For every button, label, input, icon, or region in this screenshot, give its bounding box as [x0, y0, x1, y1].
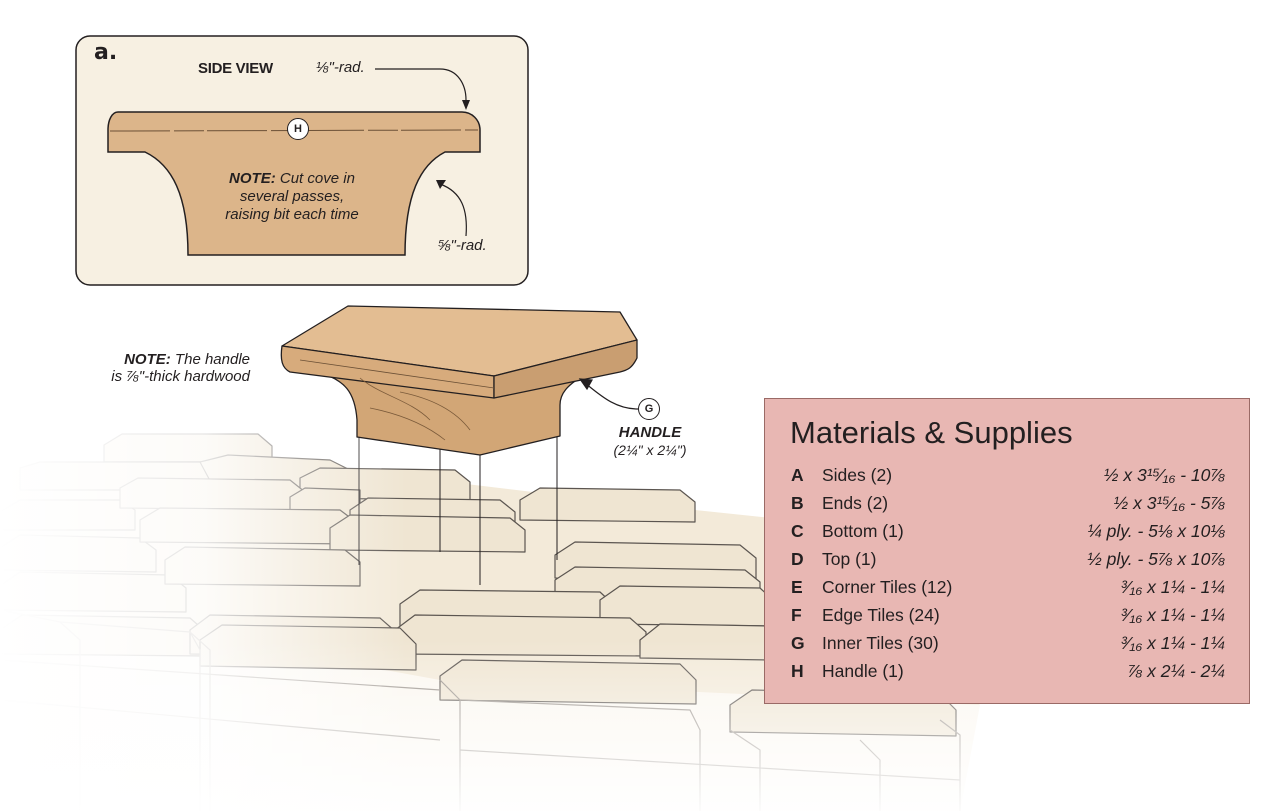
- part-dimensions: ½ ply. - 5⅞ x 10⅞: [1087, 549, 1225, 569]
- side-view-title: SIDE VIEW: [198, 60, 273, 77]
- top-radius-label: ⅛"-rad.: [316, 59, 365, 76]
- inset-note: NOTE: Cut cove in several passes, raisin…: [225, 170, 359, 223]
- part-letter: A: [791, 465, 804, 485]
- bottom-radius-label: ⅝"-rad.: [438, 237, 487, 254]
- side-view-inset: [75, 35, 529, 286]
- part-dimensions: ⅞ x 2¼ - 2¼: [1127, 661, 1225, 681]
- part-letter: B: [791, 493, 804, 513]
- part-name: Top (1): [822, 549, 877, 569]
- materials-row: B Ends (2) ½ x 3¹⁵⁄₁₆ - 5⅞: [791, 493, 1225, 519]
- part-name: Handle (1): [822, 661, 904, 681]
- inset-tag: a.: [94, 40, 118, 65]
- callout-h: H: [287, 118, 309, 140]
- part-letter: E: [791, 577, 803, 597]
- part-dimensions: ½ x 3¹⁵⁄₁₆ - 5⅞: [1113, 493, 1225, 513]
- materials-row: D Top (1) ½ ply. - 5⅞ x 10⅞: [791, 549, 1225, 575]
- handle-leader: [578, 378, 639, 410]
- handle-cap-front: [280, 345, 495, 399]
- part-dimensions: ³⁄₁₆ x 1¼ - 1¼: [1121, 577, 1225, 597]
- part-letter: F: [791, 605, 802, 625]
- part-dimensions: ³⁄₁₆ x 1¼ - 1¼: [1121, 605, 1225, 625]
- part-name: Corner Tiles (12): [822, 577, 953, 597]
- materials-row: C Bottom (1) ¼ ply. - 5⅛ x 10⅛: [791, 521, 1225, 547]
- handle-title: HANDLE: [618, 424, 682, 441]
- materials-row: H Handle (1) ⅞ x 2¼ - 2¼: [791, 661, 1225, 687]
- inset-profile: [107, 111, 481, 256]
- part-letter: D: [791, 549, 804, 569]
- materials-row: E Corner Tiles (12) ³⁄₁₆ x 1¼ - 1¼: [791, 577, 1225, 603]
- part-name: Sides (2): [822, 465, 893, 485]
- part-name: Bottom (1): [822, 521, 904, 541]
- part-letter: G: [791, 633, 805, 653]
- handle-note: NOTE: The handle is ⅞"-thick hardwood: [111, 351, 250, 385]
- materials-row: F Edge Tiles (24) ³⁄₁₆ x 1¼ - 1¼: [791, 605, 1225, 631]
- callout-g: G: [638, 398, 660, 420]
- materials-title: Materials & Supplies: [790, 415, 1073, 450]
- materials-panel: Materials & Supplies A Sides (2) ½ x 3¹⁵…: [764, 398, 1250, 704]
- part-name: Ends (2): [822, 493, 889, 513]
- materials-row: G Inner Tiles (30) ³⁄₁₆ x 1¼ - 1¼: [791, 633, 1225, 659]
- part-dimensions: ¼ ply. - 5⅛ x 10⅛: [1087, 521, 1225, 541]
- part-name: Edge Tiles (24): [822, 605, 940, 625]
- part-dimensions: ½ x 3¹⁵⁄₁₆ - 10⅞: [1103, 465, 1225, 485]
- part-letter: H: [791, 661, 804, 681]
- part-letter: C: [791, 521, 804, 541]
- part-name: Inner Tiles (30): [822, 633, 939, 653]
- handle-3d: [280, 305, 638, 456]
- materials-row: A Sides (2) ½ x 3¹⁵⁄₁₆ - 10⅞: [791, 465, 1225, 491]
- handle-cap-side: [493, 339, 638, 399]
- part-dimensions: ³⁄₁₆ x 1¼ - 1¼: [1121, 633, 1225, 653]
- handle-size: (2¼" x 2¼"): [613, 442, 687, 458]
